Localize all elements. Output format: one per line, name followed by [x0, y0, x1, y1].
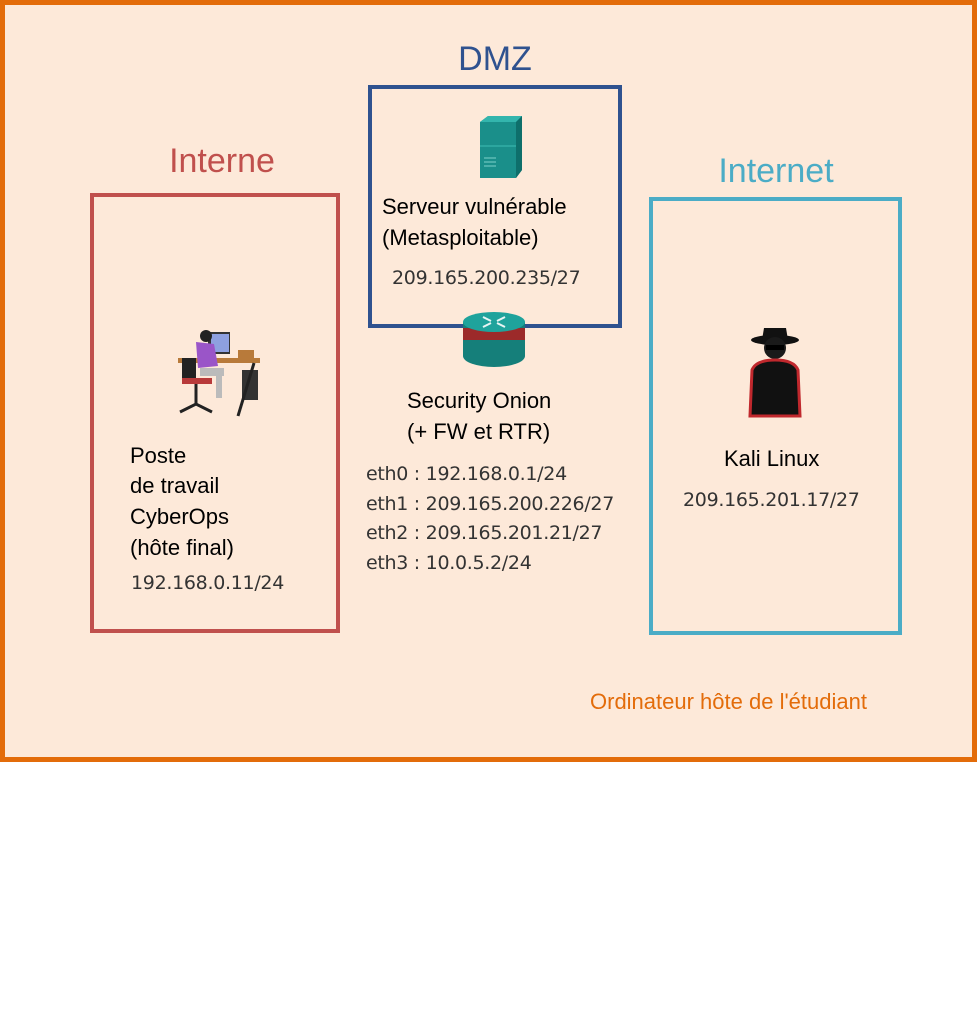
server-icon	[480, 116, 522, 178]
workstation-label-3: CyberOps	[130, 504, 230, 529]
router-eth2: eth2 : 209.165.201.21/27	[366, 522, 603, 544]
router-eth1: eth1 : 209.165.200.226/27	[366, 493, 615, 515]
host-label: Ordinateur hôte de l'étudiant	[590, 689, 867, 714]
server-label-1: Serveur vulnérable	[382, 194, 567, 219]
zone-title-dmz: DMZ	[458, 40, 532, 78]
kali-label: Kali Linux	[724, 446, 820, 471]
kali-ip: 209.165.201.17/27	[683, 489, 860, 511]
zone-internal	[90, 193, 340, 633]
router-label-1: Security Onion	[407, 388, 552, 413]
zone-title-internet: Internet	[718, 152, 834, 190]
workstation-ip: 192.168.0.11/24	[131, 572, 284, 594]
workstation-label-4: (hôte final)	[130, 535, 234, 560]
server-label-2: (Metasploitable)	[382, 225, 539, 250]
hacker-icon	[748, 328, 802, 418]
router-icon	[463, 312, 525, 367]
workstation-label-2: de travail	[130, 473, 220, 498]
workstation-label-1: Poste	[130, 443, 187, 468]
router-eth3: eth3 : 10.0.5.2/24	[366, 552, 532, 574]
zone-title-internal: Interne	[169, 142, 275, 180]
workstation-icon	[178, 330, 260, 417]
zone-internet	[649, 197, 902, 635]
server-ip: 209.165.200.235/27	[392, 267, 581, 289]
router-label-2: (+ FW et RTR)	[407, 419, 551, 444]
router-eth0: eth0 : 192.168.0.1/24	[366, 463, 567, 485]
